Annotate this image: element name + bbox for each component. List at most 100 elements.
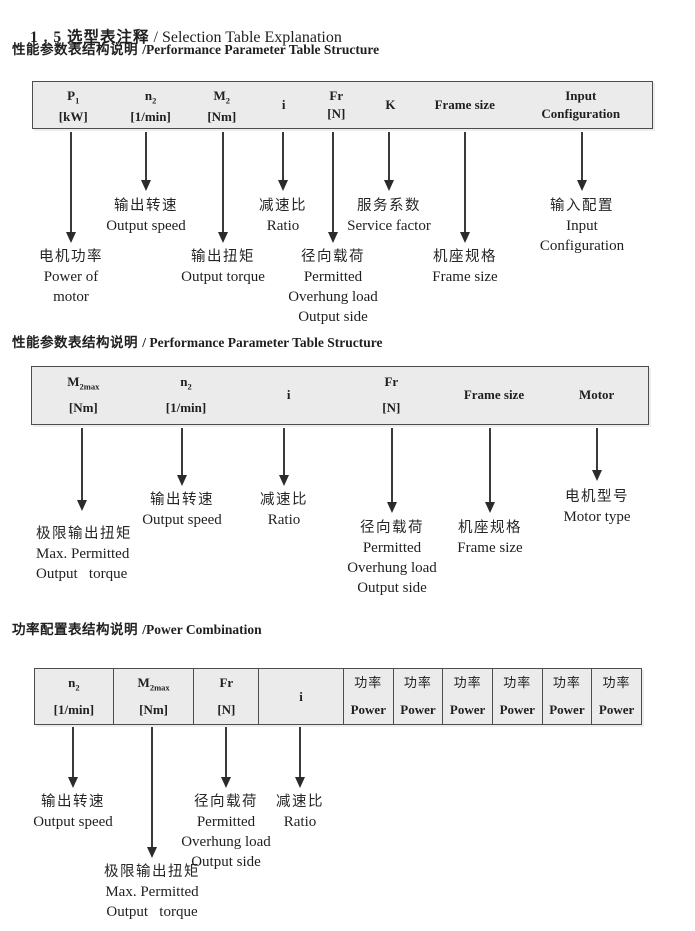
callout-line: 减速比 (260, 492, 308, 508)
callout-line: 电机型号 (564, 489, 629, 505)
page-title: 1 . 5 选型表注释 / Selection Table Explanatio… (14, 7, 342, 65)
column-unit: [kW] (58, 108, 88, 124)
column-symbol-subscript: 2 (225, 95, 231, 106)
callout-line: Frame size (457, 540, 523, 556)
callout-line: Output torque (36, 566, 128, 582)
column-symbol-text: Fr (329, 88, 344, 103)
arrow-shaft (181, 428, 183, 475)
down-arrow-icon (140, 132, 152, 191)
table-column-header: Fr[N] (340, 367, 443, 424)
table-column-header: M2max[Nm] (32, 367, 135, 424)
column-symbol: n2 (180, 374, 191, 395)
arrow-shaft (332, 132, 334, 232)
column-label-en: Power (350, 702, 386, 717)
arrow-shaft (145, 132, 147, 180)
section-heading-en: /Power Combination (142, 622, 262, 637)
column-symbol: n2 (145, 88, 156, 109)
arrow-head (218, 232, 228, 243)
table-column-header: i (237, 367, 340, 424)
table-column-header: 功率 Power (342, 669, 393, 724)
callout-line: Output side (191, 854, 261, 870)
down-arrow-icon (65, 132, 77, 243)
section-heading-en: /Performance Parameter Table Structure (142, 42, 380, 57)
arrow-head (577, 180, 587, 191)
column-label-zh: 功率 (354, 675, 383, 690)
callout-line: Output side (357, 580, 427, 596)
arrow-shaft (581, 132, 583, 180)
page-title-zh: 1 . 5 选型表注释 (30, 29, 150, 46)
arrow-head (221, 777, 231, 788)
column-unit: Configuration (541, 106, 621, 121)
arrow-head (66, 232, 76, 243)
callout-line: motor (53, 289, 89, 305)
section-heading: 功率配置表结构说明 /Power Combination (12, 618, 262, 639)
column-symbol: M2max (138, 675, 170, 696)
arrow-head (592, 470, 602, 481)
section-heading-en: / Performance Parameter Table Structure (142, 335, 383, 350)
arrow-head (485, 502, 495, 513)
column-symbol-subscript: 2 (75, 682, 80, 693)
arrow-shaft (72, 727, 74, 777)
arrow-shaft (282, 132, 284, 180)
column-unit: [N] (327, 106, 346, 121)
table-column-header: Frame size (443, 367, 546, 424)
callout-line: 径向载荷 (194, 794, 258, 810)
down-arrow-icon (484, 428, 496, 513)
callout-line: Output side (298, 309, 368, 325)
column-unit: [Nm] (139, 702, 169, 717)
down-arrow-icon (383, 132, 395, 191)
arrow-head (387, 502, 397, 513)
column-unit: [N] (217, 702, 236, 717)
column-symbol: K (385, 97, 396, 112)
page-title-en: Selection Table Explanation (161, 29, 342, 46)
column-label-zh: 功率 (453, 675, 482, 690)
column-symbol-text: Fr (219, 675, 234, 690)
arrow-shaft (464, 132, 466, 232)
column-symbol: Fr (384, 374, 398, 389)
table-column-header: i (258, 669, 343, 724)
arrow-head (279, 475, 289, 486)
column-symbol-subscript: 2max (79, 381, 100, 392)
arrow-head (328, 232, 338, 243)
down-arrow-icon (278, 428, 290, 486)
callout-line: Permitted (303, 269, 363, 285)
down-arrow-icon (294, 727, 306, 788)
callout-line: Output torque (181, 269, 265, 285)
callout-line: 输出扭矩 (191, 249, 255, 265)
table-column-header: i (256, 82, 312, 128)
callout-line: 输入配置 (550, 198, 614, 214)
column-label-zh: 功率 (552, 675, 581, 690)
callout-line: Ratio (266, 218, 300, 234)
callout-line: Max. Permitted (105, 884, 199, 900)
table-column-header: Frame size (420, 82, 510, 128)
callout-line: Input (566, 218, 598, 234)
down-arrow-icon (76, 428, 88, 511)
section-heading: 性能参数表结构说明 / Performance Parameter Table … (12, 331, 382, 352)
table-column-header: n2[1/min] (135, 367, 238, 424)
callout-line: Output speed (33, 814, 113, 830)
arrow-head (77, 500, 87, 511)
arrow-shaft (151, 727, 153, 847)
callout-line: Max. Permitted (36, 546, 130, 562)
arrow-shaft (391, 428, 393, 502)
callout-line: Overhung load (347, 560, 437, 576)
callout-line: Ratio (283, 814, 317, 830)
column-symbol-subscript: 1 (75, 95, 80, 106)
callout-line: Permitted (362, 540, 422, 556)
callout-line: Power of (43, 269, 99, 285)
section-heading-zh: 功率配置表结构说明 (12, 622, 143, 637)
callout-line: Frame size (432, 269, 498, 285)
callout-line: 径向载荷 (301, 249, 365, 265)
column-symbol-text: M (213, 88, 226, 103)
callout-line: Overhung load (181, 834, 271, 850)
